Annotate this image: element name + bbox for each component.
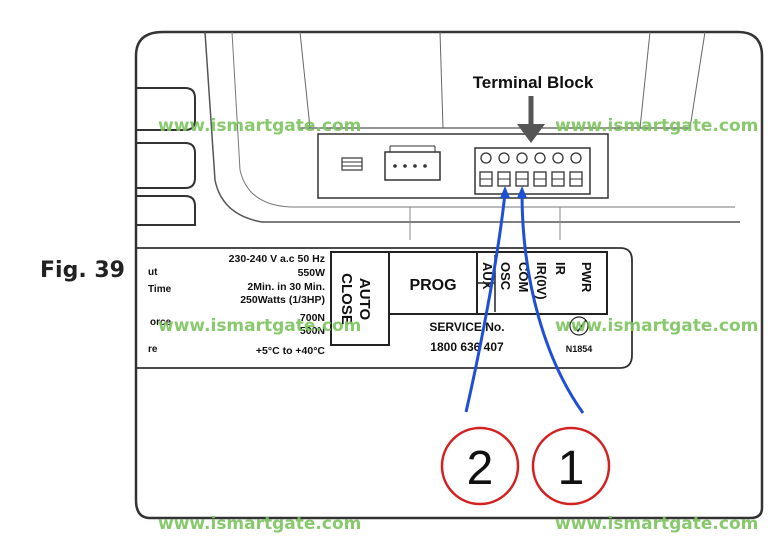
wire-2	[464, 192, 507, 413]
service-label: SERVICE No.	[429, 320, 504, 334]
terminal-screw	[569, 152, 583, 187]
auto-close-line-2: CLOSE	[338, 273, 355, 325]
watermark: www.ismartgate.com	[158, 116, 362, 136]
terminal-screw	[479, 152, 493, 187]
certification-code: N1854	[566, 344, 593, 354]
spec-fragment-4: re	[148, 344, 158, 355]
watermark: www.ismartgate.com	[158, 514, 362, 534]
watermark: www.ismartgate.com	[555, 116, 759, 136]
spec-force-max: 700N	[300, 312, 325, 324]
terminal-screw	[515, 152, 529, 187]
callout-circle-1	[531, 426, 611, 506]
callout-circle-2	[440, 426, 520, 506]
terminal-label-pwr: PWR	[579, 262, 594, 293]
terminal-screw	[551, 152, 565, 187]
spec-fragment-3: orce	[150, 317, 172, 328]
wire-1	[520, 192, 585, 414]
side-button-3	[136, 195, 196, 226]
spec-fragment-1: ut	[148, 267, 158, 278]
watermark: www.ismartgate.com	[555, 316, 759, 336]
auto-close-line-1: AUTO	[356, 278, 373, 321]
service-number: 1800 636 407	[430, 340, 504, 354]
side-button-1	[136, 87, 196, 131]
spec-force-min: 500N	[300, 325, 325, 337]
spec-voltage: 230-240 V a.c 50 Hz	[229, 253, 325, 265]
terminal-screw	[497, 152, 511, 187]
terminal-screw	[533, 152, 547, 187]
terminal-block-arrow	[517, 96, 545, 143]
certification-mark-icon	[569, 316, 589, 336]
prog-label: PROG	[409, 277, 456, 294]
label-plate	[136, 247, 633, 369]
control-board	[317, 133, 609, 199]
terminal-block-label: Terminal Block	[473, 73, 594, 92]
board-connector	[384, 145, 441, 181]
terminal-label-ir: IR	[553, 262, 568, 276]
watermark: www.ismartgate.com	[158, 316, 362, 336]
spec-motor: 250Watts (1/3HP)	[240, 294, 325, 306]
spec-temperature: +5°C to +40°C	[256, 345, 326, 357]
spec-duty-time: 2Min. in 30 Min.	[247, 281, 325, 293]
dip-switch	[341, 157, 363, 171]
housing-outline	[134, 30, 764, 520]
spec-power: 550W	[298, 267, 326, 279]
figure-label: Fig. 39	[40, 258, 125, 283]
housing-recess-inner	[231, 31, 735, 208]
callout-number-1: 1	[558, 442, 585, 495]
terminal-block	[474, 147, 591, 195]
watermark: www.ismartgate.com	[555, 514, 759, 534]
side-button-2	[136, 142, 196, 189]
terminal-label-ir0v: IR(0V)	[534, 262, 549, 300]
spec-fragment-2: Time	[148, 284, 172, 295]
callout-number-2: 2	[467, 442, 494, 495]
housing-recess	[204, 31, 740, 223]
terminal-label-osc: OSC	[498, 262, 513, 291]
